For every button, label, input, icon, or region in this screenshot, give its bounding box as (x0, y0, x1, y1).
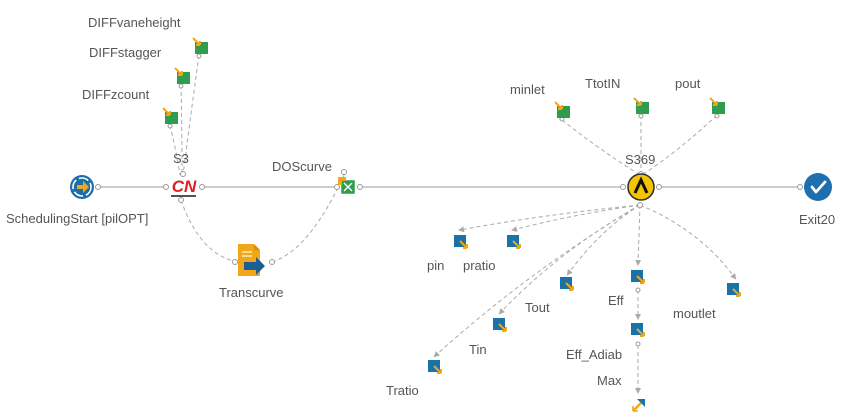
output-variable-icon[interactable] (631, 323, 645, 337)
excel-input-icon[interactable] (338, 177, 356, 195)
label-s369: S369 (625, 152, 656, 167)
output-variable-icon[interactable] (631, 270, 645, 284)
objective-icon[interactable] (632, 399, 645, 412)
link-s369-pratio (511, 204, 641, 232)
input-variable-icon[interactable] (174, 67, 190, 84)
node-ports (95, 53, 803, 347)
label-max: Max (597, 373, 622, 388)
output-variable-icon[interactable] (727, 283, 741, 297)
input-variable-icon[interactable] (192, 37, 208, 54)
link-s369-moutlet (639, 204, 737, 280)
input-variable-icon[interactable] (162, 107, 178, 124)
output-variable-icon[interactable] (493, 318, 507, 332)
link-minlet-s369 (561, 119, 641, 176)
link-s3-transcurve (180, 199, 239, 263)
data-flow-lines (169, 54, 737, 394)
label-moutlet: moutlet (673, 306, 716, 321)
label-doscurve: DOScurve (272, 159, 332, 174)
label-diff-stagger: DIFFstagger (89, 45, 162, 60)
scheduling-start-icon[interactable] (70, 175, 94, 199)
link-diffvaneheight-s3 (182, 54, 200, 176)
label-eff-adiab: Eff_Adiab (566, 347, 623, 362)
cn-logic-icon[interactable]: CN (171, 177, 197, 197)
link-diffstagger-s3 (180, 84, 183, 176)
exit-check-icon[interactable] (804, 173, 832, 201)
label-tin: Tin (469, 342, 487, 357)
link-s369-pin (458, 204, 641, 233)
label-tratio: Tratio (386, 383, 419, 398)
output-variable-icon[interactable] (428, 360, 442, 374)
output-variable-icon[interactable] (454, 235, 468, 249)
label-diff-vaneheight: DIFFvaneheight (88, 15, 181, 30)
label-pin: pin (427, 258, 445, 273)
link-s369-eff (635, 204, 642, 266)
label-ttotin: TtotIN (585, 76, 621, 91)
label-minlet: minlet (510, 82, 545, 97)
input-variable-icon[interactable] (554, 101, 570, 118)
label-diff-zcount: DIFFzcount (82, 87, 150, 102)
label-scheduling-start: SchedulingStart [pilOPT] (6, 211, 149, 226)
label-exit20: Exit20 (799, 212, 836, 227)
label-transcurve: Transcurve (219, 285, 284, 300)
input-variable-icon[interactable] (709, 97, 725, 114)
link-diffzcount-s3 (169, 124, 181, 176)
cn-glyph: CN (172, 177, 197, 196)
link-s369-tout (566, 204, 641, 276)
logic-node-icon[interactable] (627, 173, 655, 201)
transfer-file-icon[interactable] (238, 244, 265, 276)
output-variable-icon[interactable] (507, 235, 521, 249)
label-pout: pout (675, 76, 701, 91)
output-variable-icon[interactable] (560, 277, 574, 291)
link-transcurve-doscurve (271, 172, 346, 263)
link-pout-s369 (641, 114, 718, 176)
input-variable-icon[interactable] (633, 97, 649, 114)
label-eff: Eff (608, 293, 624, 308)
label-pratio: pratio (463, 258, 496, 273)
label-tout: Tout (525, 300, 550, 315)
link-s369-tratio (433, 204, 641, 358)
label-s3: S3 (173, 151, 189, 166)
